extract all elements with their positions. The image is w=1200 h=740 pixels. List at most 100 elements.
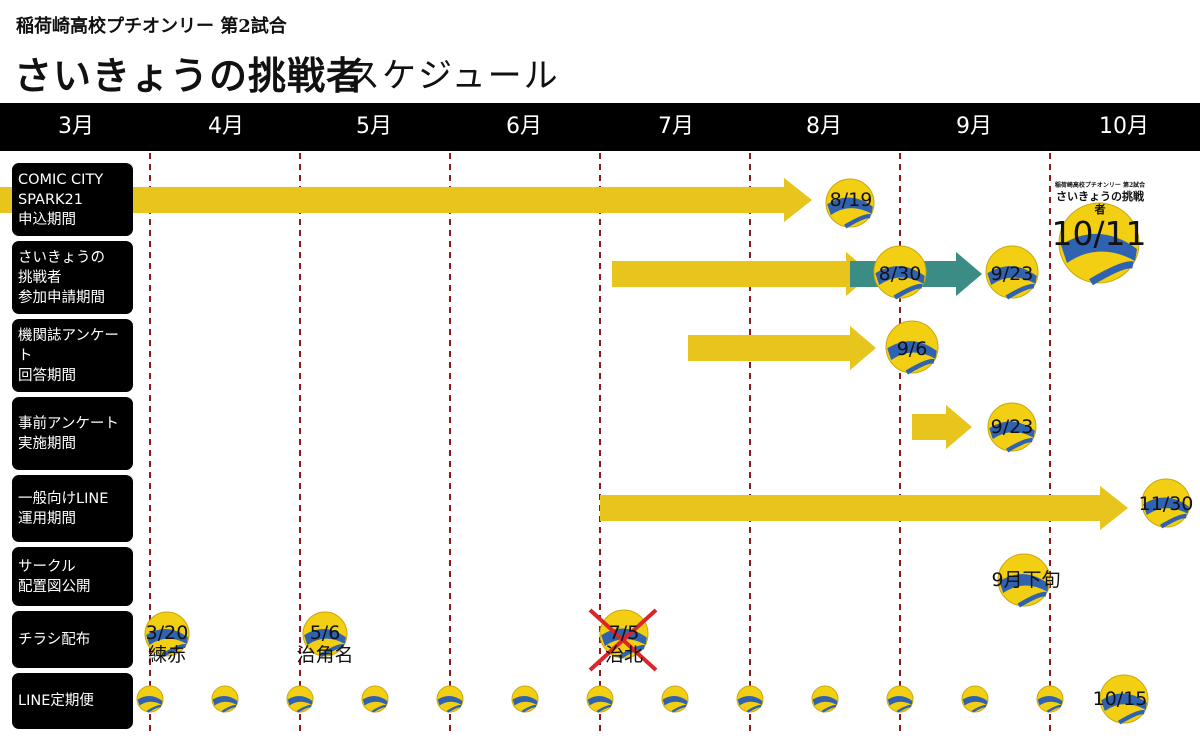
ball-line-regular-7-stripe2 bbox=[671, 704, 687, 713]
ball-line-regular-7-stripe bbox=[662, 696, 688, 706]
ball-line-regular-8-stripe bbox=[737, 696, 763, 706]
label-flyer-2: 5/6 治角名 bbox=[296, 622, 354, 666]
label-apply-mid: 8/30 bbox=[878, 263, 922, 285]
ball-line-last-stripe bbox=[1101, 693, 1147, 711]
ball-line-regular-3 bbox=[361, 685, 389, 713]
ball-flyer-2-stripe bbox=[304, 629, 346, 645]
ball-line-regular-10-stripe bbox=[887, 696, 913, 706]
ball-line-regular-12-stripe bbox=[1037, 696, 1063, 706]
arrow-spark-period bbox=[0, 177, 812, 223]
ball-line-end-stripe bbox=[1143, 497, 1189, 515]
month-june: 6月 bbox=[506, 114, 542, 139]
row-label-line-regular: LINE定期便 bbox=[12, 673, 133, 729]
ball-flyer-1 bbox=[144, 611, 190, 658]
row-label-flyer: チラシ配布 bbox=[12, 611, 133, 668]
ball-line-regular-3-stripe bbox=[362, 696, 388, 706]
volleyball-markers bbox=[136, 178, 1191, 725]
ball-spark-deadline-stripe2 bbox=[844, 213, 871, 229]
ball-line-regular-0-stripe bbox=[137, 696, 163, 706]
month-april: 4月 bbox=[208, 114, 244, 139]
ball-line-regular-12-stripe2 bbox=[1046, 704, 1062, 713]
ball-spark-deadline bbox=[825, 178, 875, 229]
ball-line-regular-10 bbox=[886, 685, 914, 713]
ball-journal-end-stripe2 bbox=[905, 358, 935, 375]
cancel-cross bbox=[588, 608, 658, 672]
ball-line-end bbox=[1141, 478, 1191, 529]
ball-line-regular-1-stripe bbox=[212, 696, 238, 706]
event-subtitle: 稲荷崎高校プチオンリー 第2試合 bbox=[16, 16, 287, 37]
month-bar: 3月 4月 5月 6月 7月 8月 9月 10月 bbox=[0, 103, 1200, 151]
label-journal-end: 9/6 bbox=[896, 338, 928, 360]
ball-line-regular-8 bbox=[736, 685, 764, 713]
label-flyer-1: 3/20 練赤 bbox=[145, 622, 189, 666]
label-layout-release: 9月下旬 bbox=[991, 569, 1061, 591]
ball-line-regular-3-stripe2 bbox=[371, 704, 387, 713]
ball-line-regular-7 bbox=[661, 685, 689, 713]
ball-apply-end bbox=[985, 245, 1039, 300]
ball-apply-mid-stripe2 bbox=[893, 283, 923, 300]
ball-flyer-1-stripe bbox=[146, 629, 188, 645]
label-line-end: 11/30 bbox=[1138, 493, 1194, 515]
ball-line-regular-11-stripe bbox=[962, 696, 988, 706]
ball-line-regular-5 bbox=[511, 685, 539, 713]
ball-line-regular-2-stripe2 bbox=[296, 704, 312, 713]
ball-line-regular-6-stripe2 bbox=[596, 704, 612, 713]
ball-layout-release-stripe bbox=[999, 574, 1049, 593]
label-line-last: 10/15 bbox=[1092, 688, 1148, 710]
arrow-survey-period bbox=[912, 404, 972, 450]
month-gridlines bbox=[149, 153, 1051, 732]
month-september: 9月 bbox=[956, 114, 992, 139]
ball-apply-end-stripe2 bbox=[1005, 283, 1035, 300]
ball-line-last bbox=[1099, 674, 1149, 725]
ball-journal-end-stripe bbox=[887, 341, 937, 360]
ball-apply-mid bbox=[873, 245, 927, 300]
ball-line-end-stripe2 bbox=[1160, 513, 1187, 529]
ball-event-date-stripe bbox=[1061, 233, 1137, 263]
ball-line-regular-4-stripe bbox=[437, 696, 463, 706]
row-label-spark: COMIC CITY SPARK21 申込期間 bbox=[12, 163, 133, 236]
event-title-logo: さいきょうの挑戦者 bbox=[14, 53, 366, 98]
ball-line-regular-11 bbox=[961, 685, 989, 713]
row-label-survey: 事前アンケート 実施期間 bbox=[12, 397, 133, 470]
ball-line-regular-9 bbox=[811, 685, 839, 713]
label-event-date: 10/11 bbox=[1051, 214, 1147, 253]
row-label-apply: さいきょうの 挑戦者 参加申請期間 bbox=[12, 241, 133, 314]
ball-journal-end bbox=[885, 320, 939, 375]
cross-line-2 bbox=[588, 608, 658, 672]
row-label-line-ops: 一般向けLINE 運用期間 bbox=[12, 475, 133, 542]
ball-survey-end-stripe2 bbox=[1006, 437, 1033, 453]
ball-line-regular-6-stripe bbox=[587, 696, 613, 706]
ball-line-regular-5-stripe bbox=[512, 696, 538, 706]
ball-layout-release-stripe2 bbox=[1017, 591, 1047, 608]
ball-apply-mid-stripe bbox=[875, 266, 925, 285]
ball-survey-end-stripe bbox=[989, 421, 1035, 439]
ball-line-regular-4-stripe2 bbox=[446, 704, 462, 713]
ball-event-date-stripe2 bbox=[1089, 261, 1134, 286]
month-august: 8月 bbox=[806, 114, 842, 139]
ball-line-regular-2 bbox=[286, 685, 314, 713]
ball-line-regular-6 bbox=[586, 685, 614, 713]
ball-line-regular-0 bbox=[136, 685, 164, 713]
ball-line-regular-5-stripe2 bbox=[521, 704, 537, 713]
ball-line-regular-0-stripe2 bbox=[146, 704, 162, 713]
label-apply-end: 9/23 bbox=[990, 263, 1034, 285]
schedule-heading: スケジュール bbox=[346, 56, 560, 96]
ball-line-regular-9-stripe bbox=[812, 696, 838, 706]
month-october: 10月 bbox=[1099, 114, 1149, 139]
arrow-journal-period bbox=[688, 325, 876, 371]
ball-flyer-2-stripe2 bbox=[319, 644, 345, 658]
ball-line-regular-10-stripe2 bbox=[896, 704, 912, 713]
month-may: 5月 bbox=[356, 114, 392, 139]
ball-line-regular-4 bbox=[436, 685, 464, 713]
ball-apply-end-stripe bbox=[987, 266, 1037, 285]
row-label-journal: 機関誌アンケート 回答期間 bbox=[12, 319, 133, 392]
label-survey-end: 9/23 bbox=[990, 416, 1034, 438]
ball-event-date bbox=[1058, 202, 1140, 286]
ball-line-regular-2-stripe bbox=[287, 696, 313, 706]
label-spark-deadline: 8/19 bbox=[829, 189, 873, 211]
ball-line-last-stripe2 bbox=[1118, 709, 1145, 725]
ball-line-regular-1 bbox=[211, 685, 239, 713]
ball-line-regular-11-stripe2 bbox=[971, 704, 987, 713]
ball-line-regular-1-stripe2 bbox=[221, 704, 237, 713]
